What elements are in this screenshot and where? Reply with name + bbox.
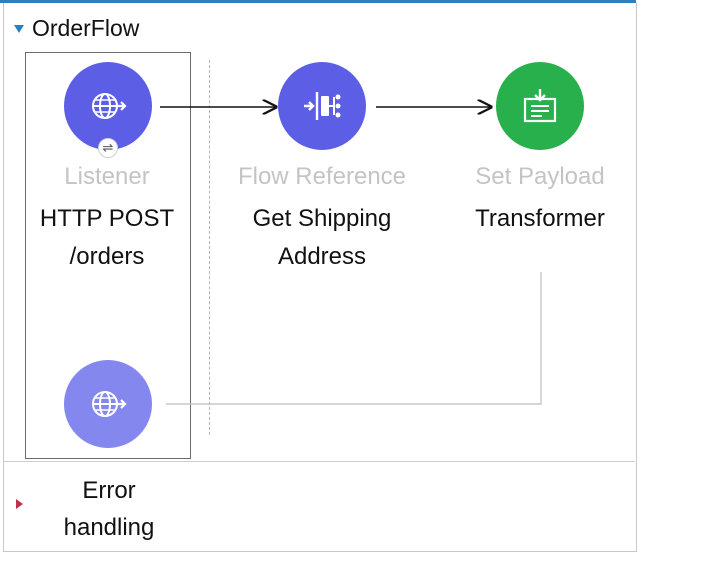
flow-reference-name-line1: Get Shipping	[252, 205, 392, 232]
reconnection-icon: ⇌	[98, 138, 118, 158]
listener-name-line2: /orders	[69, 243, 145, 270]
flow-title: OrderFlow	[32, 14, 140, 41]
set-payload-node[interactable]	[496, 62, 584, 150]
response-node[interactable]	[64, 360, 152, 448]
error-handling-line2: handling	[63, 514, 155, 541]
listener-node[interactable]	[64, 62, 152, 150]
collapse-triangle-icon[interactable]	[14, 25, 24, 33]
set-payload-icon	[523, 89, 557, 123]
canvas-top-border	[0, 0, 636, 3]
flow-reference-node[interactable]	[278, 62, 366, 150]
set-payload-name-line1: Transformer	[475, 205, 605, 232]
source-divider	[209, 60, 210, 435]
globe-arrow-icon	[92, 93, 127, 119]
error-handling-line1: Error	[82, 477, 136, 504]
listener-name-line1: HTTP POST	[39, 205, 175, 232]
set-payload-type-label: Set Payload	[475, 163, 605, 190]
flow-reference-type-label: Flow Reference	[237, 163, 407, 190]
listener-type-label: Listener	[64, 163, 150, 190]
flow-frame	[3, 3, 637, 552]
globe-arrow-icon	[92, 391, 127, 417]
flow-reference-icon	[304, 92, 341, 120]
error-section-divider	[4, 461, 635, 462]
flow-header[interactable]: OrderFlow	[14, 14, 139, 42]
source-section	[25, 52, 191, 459]
flow-reference-name-line2: Address	[277, 243, 367, 270]
error-handling-section[interactable]: Error handling	[36, 472, 182, 546]
expand-triangle-icon[interactable]	[16, 499, 23, 509]
